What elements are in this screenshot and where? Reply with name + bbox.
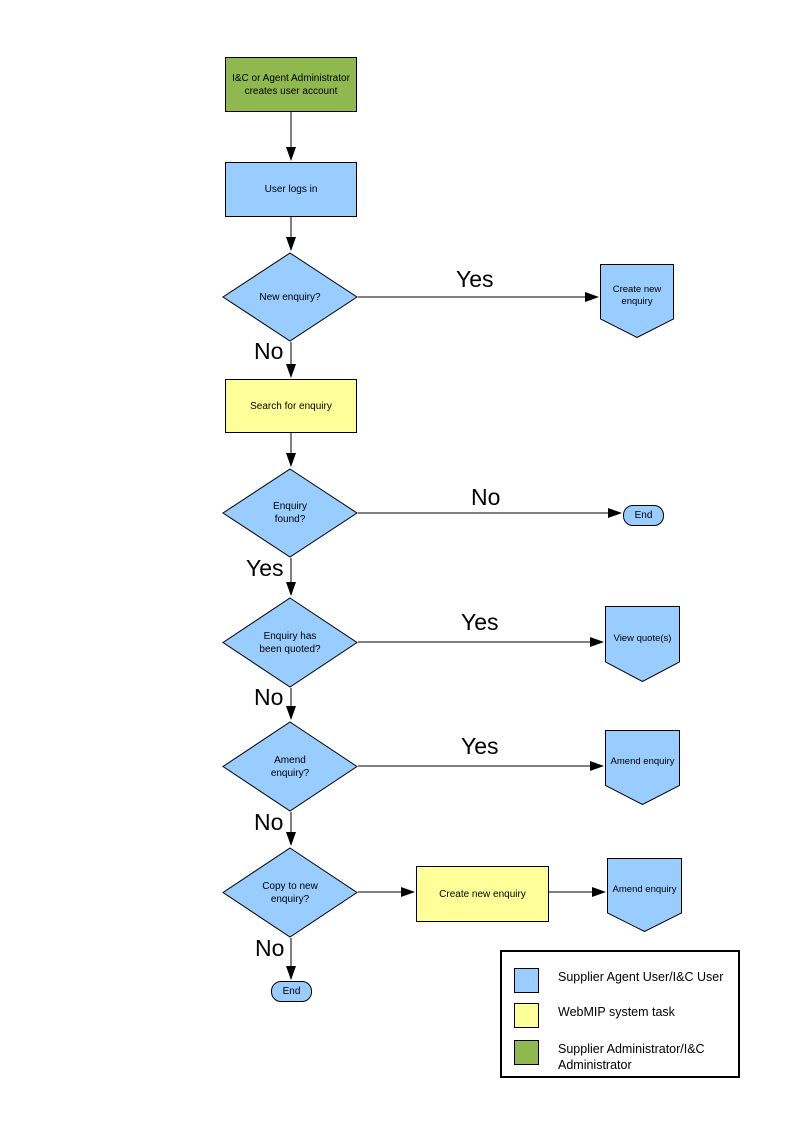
node-label: Enquiry found? <box>273 501 307 525</box>
node-user-logs-in: User logs in <box>225 162 357 217</box>
edge-label-yes-quoted: Yes <box>461 609 499 635</box>
node-label: Amend enquiry <box>612 883 677 895</box>
offpage-create-new-enquiry: Create new enquiry <box>600 264 674 338</box>
pentagon-shape <box>605 730 680 805</box>
diamond-shape <box>222 252 358 342</box>
node-label: Enquiry has been quoted? <box>259 630 321 655</box>
task-create-new-enquiry: Create new enquiry <box>416 866 549 922</box>
node-admin-creates-account: I&C or Agent Administrator creates user … <box>225 57 357 112</box>
edge-label-no-amend: No <box>254 809 284 835</box>
node-label: End <box>282 986 301 997</box>
decision-new-enquiry: New enquiry? <box>222 252 358 342</box>
node-label: New enquiry? <box>259 291 321 303</box>
offpage-view-quotes: View quote(s) <box>605 606 680 682</box>
decision-enquiry-quoted: Enquiry has been quoted? <box>222 597 358 688</box>
offpage-amend-enquiry-2: Amend enquiry <box>607 858 682 932</box>
pentagon-shape <box>600 264 674 338</box>
legend-label: WebMIP system task <box>558 1005 675 1019</box>
pentagon-shape <box>605 606 680 682</box>
decision-amend-enquiry: Amend enquiry? <box>222 721 358 812</box>
edge-label-yes-amend: Yes <box>461 733 499 759</box>
edge-label-no-copy: No <box>255 935 285 961</box>
node-label: Create new enquiry <box>439 888 526 900</box>
diamond-shape <box>222 468 358 558</box>
decision-enquiry-found: Enquiry found? <box>222 468 358 558</box>
node-label: End <box>634 510 653 521</box>
diamond-shape <box>222 597 358 688</box>
decision-copy-to-new-enquiry: Copy to new enquiry? <box>222 847 358 938</box>
node-label: Search for enquiry <box>250 400 332 412</box>
edge-label-no-enquiry-found: No <box>471 484 501 510</box>
node-label: User logs in <box>264 184 318 195</box>
edge-label-yes-new-enquiry: Yes <box>456 266 494 292</box>
legend: Supplier Agent User/I&C User WebMIP syst… <box>500 950 740 1078</box>
edge-label-yes-enquiry-found: Yes <box>246 555 284 581</box>
edge-label-no-quoted: No <box>254 684 284 710</box>
legend-item-admin: Supplier Administrator/I&C Administrator <box>514 1040 726 1073</box>
legend-swatch-green <box>514 1040 539 1065</box>
diamond-shape <box>222 721 358 812</box>
node-label: View quote(s) <box>613 632 672 644</box>
terminator-end-1: End <box>623 505 664 526</box>
node-label: Create new enquiry <box>612 283 662 307</box>
legend-swatch-blue <box>514 968 539 993</box>
diamond-shape <box>222 847 358 938</box>
node-label: Amend enquiry <box>610 756 675 768</box>
terminator-end-2: End <box>271 981 312 1002</box>
node-label: Copy to new enquiry? <box>262 880 318 905</box>
legend-item-system: WebMIP system task <box>514 1003 726 1028</box>
legend-label: Supplier Agent User/I&C User <box>558 970 724 984</box>
node-label: Amend enquiry? <box>270 754 310 779</box>
legend-item-user: Supplier Agent User/I&C User <box>514 968 726 993</box>
task-search-for-enquiry: Search for enquiry <box>225 379 357 433</box>
legend-swatch-yellow <box>514 1003 539 1028</box>
node-label: I&C or Agent Administrator creates user … <box>232 72 350 97</box>
pentagon-shape <box>607 858 682 932</box>
legend-label: Supplier Administrator/I&C Administrator <box>558 1042 705 1072</box>
offpage-amend-enquiry-1: Amend enquiry <box>605 730 680 805</box>
edge-label-no-new-enquiry: No <box>254 338 284 364</box>
